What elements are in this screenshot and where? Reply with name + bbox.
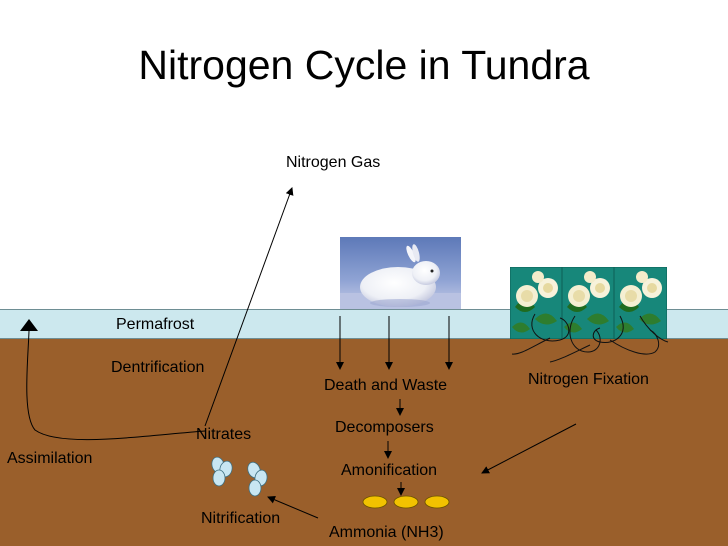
white-roses-photo bbox=[510, 267, 667, 339]
nitrate-molecules bbox=[211, 456, 268, 497]
ammonia-oval-3 bbox=[424, 495, 450, 509]
nitrogen-gas-label: Nitrogen Gas bbox=[286, 154, 381, 171]
roots bbox=[511, 313, 669, 363]
ammonia-label: Ammonia (NH3) bbox=[329, 524, 444, 541]
death-and-waste-label: Death and Waste bbox=[324, 377, 448, 394]
assimilation-arrow bbox=[26, 330, 206, 441]
nitrogen-fixation-label: Nitrogen Fixation bbox=[528, 371, 649, 388]
arctic-hare-photo bbox=[340, 237, 461, 309]
page-title: Nitrogen Cycle in Tundra bbox=[138, 42, 590, 88]
fixation-arrow bbox=[481, 423, 577, 474]
decomposers-label: Decomposers bbox=[335, 419, 434, 436]
nitrification-arrow bbox=[267, 496, 319, 519]
amonification-label: Amonification bbox=[341, 462, 438, 479]
soil-layer bbox=[0, 339, 728, 546]
ammonia-oval-2 bbox=[393, 495, 419, 509]
assimilation-label: Assimilation bbox=[7, 450, 93, 467]
permafrost-label: Permafrost bbox=[116, 316, 195, 333]
assimilation-arrowhead bbox=[20, 319, 38, 331]
nitrification-label: Nitrification bbox=[201, 510, 281, 527]
nitrates-label: Nitrates bbox=[196, 426, 252, 443]
ammonia-oval-1 bbox=[362, 495, 388, 509]
dentrification-label: Dentrification bbox=[111, 359, 205, 376]
dentrification-arrow bbox=[204, 187, 294, 427]
